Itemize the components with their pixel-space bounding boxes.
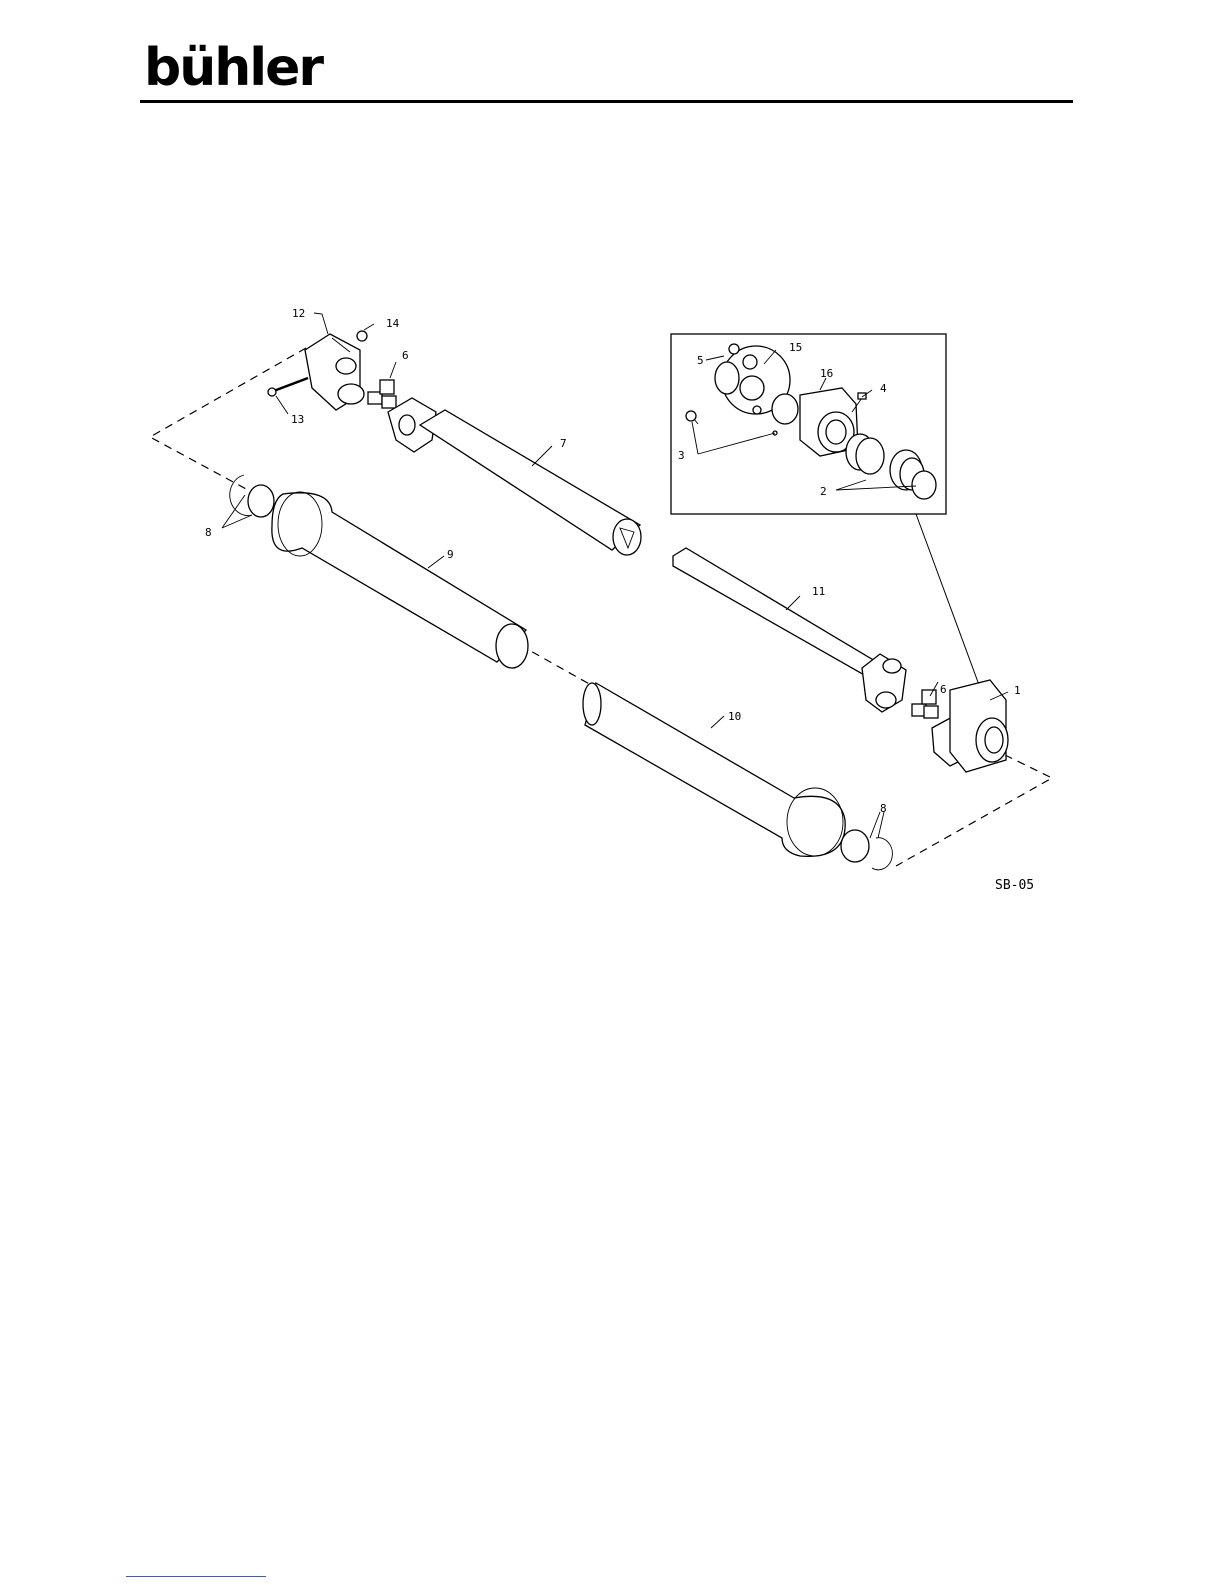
callout-4: 4: [880, 382, 887, 395]
callout-14: 14: [386, 317, 400, 330]
part-8-rings-right: [841, 830, 892, 870]
drawing-code: SB-05: [995, 878, 1034, 893]
callout-6: 6: [940, 683, 947, 696]
callout-8: 8: [205, 526, 212, 539]
part-12-yoke: [305, 334, 364, 410]
callout-1: 1: [1014, 684, 1021, 697]
callout-9: 9: [447, 548, 454, 561]
part-6-cross-upper: [368, 380, 396, 408]
callout-3: 3: [678, 449, 685, 462]
callout-15: 15: [789, 341, 802, 354]
part-6-cross-lower: [912, 690, 938, 718]
part-14-nut: [357, 331, 367, 341]
part-8-rings-left: [230, 475, 274, 517]
callout-6: 6: [402, 349, 409, 362]
part-9-guard-tube: [272, 492, 528, 668]
callout-7: 7: [560, 437, 567, 450]
footnote-rule: [126, 1576, 266, 1577]
part-15-flange-yoke: [715, 346, 798, 424]
callout-11: 11: [812, 585, 825, 598]
callout-8: 8: [880, 802, 887, 815]
callout-2: 2: [820, 485, 827, 498]
part-7-inner-tube: [388, 398, 641, 555]
callout-5: 5: [697, 354, 704, 367]
assembly-lines: [150, 348, 1052, 866]
callout-16: 16: [820, 367, 833, 380]
part-11-inner-profile: [673, 548, 906, 712]
callout-12: 12: [292, 307, 305, 320]
part-5-grease-fitting: [729, 344, 739, 354]
part-10-guard-tube: [583, 683, 845, 856]
part-13-bolt: [268, 378, 308, 396]
callout-10: 10: [728, 710, 741, 723]
callout-13: 13: [291, 413, 304, 426]
part-3-bolt: [686, 411, 777, 435]
